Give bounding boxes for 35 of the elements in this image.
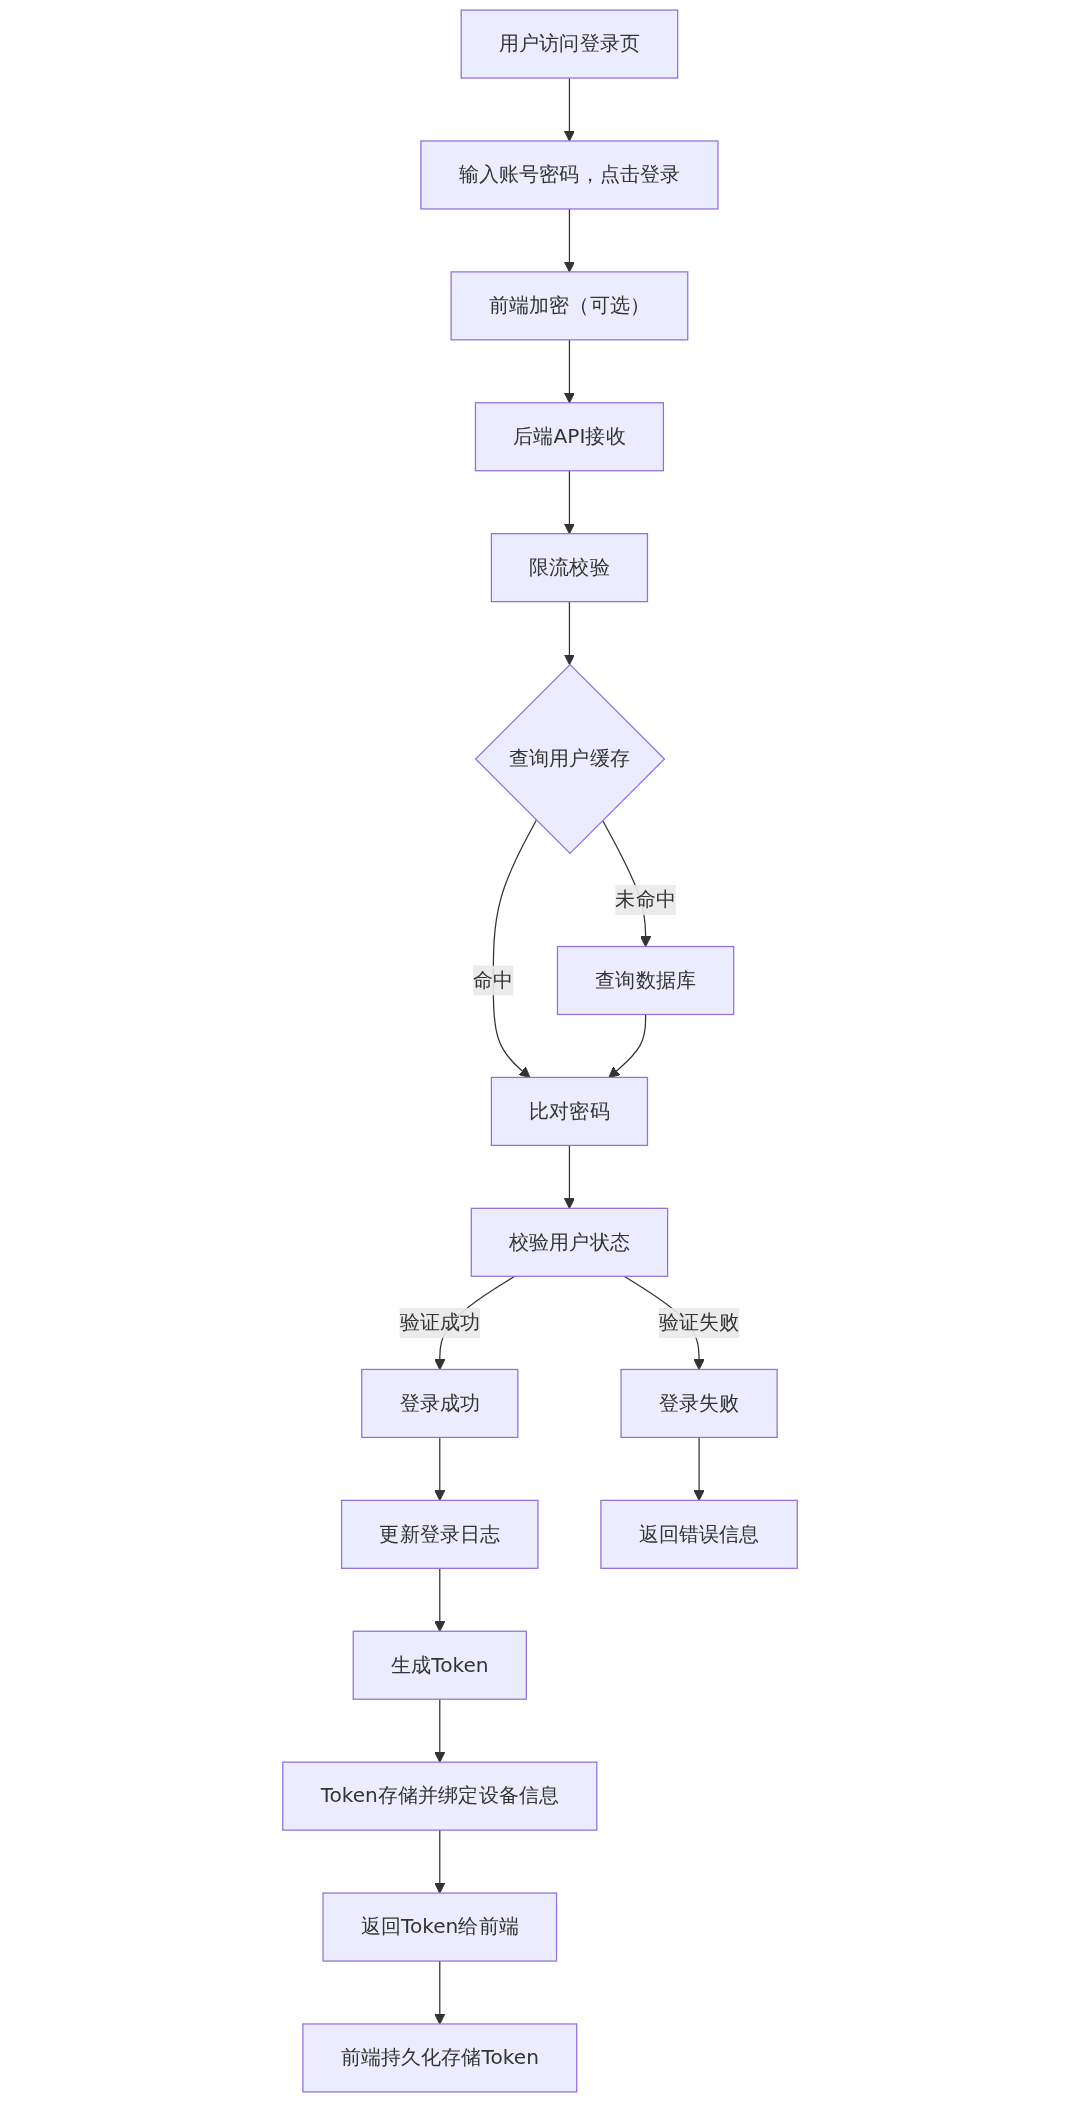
node-box: 登录成功 bbox=[361, 1368, 519, 1439]
arrow bbox=[434, 1436, 446, 1501]
arrow bbox=[434, 1567, 446, 1632]
arrow bbox=[563, 470, 575, 535]
arrow bbox=[563, 1144, 575, 1209]
arrow bbox=[492, 819, 537, 1078]
node-box: 前端持久化存储Token bbox=[302, 2023, 578, 2093]
arrow bbox=[693, 1436, 705, 1501]
node-box: 比对密码 bbox=[490, 1076, 649, 1147]
arrow bbox=[434, 1698, 446, 1763]
node-box: 查询数据库 bbox=[556, 945, 735, 1016]
node-box: 登录失败 bbox=[620, 1368, 778, 1439]
node-box: 后端API接收 bbox=[474, 402, 665, 472]
arrow bbox=[434, 1960, 446, 2025]
edge-label: 验证失败 bbox=[658, 1310, 740, 1335]
arrow bbox=[608, 1013, 647, 1078]
node-box: 生成Token bbox=[352, 1630, 527, 1700]
arrow bbox=[563, 208, 575, 273]
node-box: 返回错误信息 bbox=[600, 1499, 798, 1569]
edge-label: 命中 bbox=[473, 967, 514, 992]
edge-label: 未命中 bbox=[615, 887, 676, 912]
node-box: 限流校验 bbox=[490, 533, 649, 603]
node-box: 用户访问登录页 bbox=[460, 9, 679, 79]
arrow bbox=[563, 601, 575, 666]
node-box: 更新登录日志 bbox=[341, 1499, 539, 1569]
node-box: 前端加密（可选） bbox=[450, 271, 689, 341]
node-box: 输入账号密码，点击登录 bbox=[420, 140, 719, 210]
node-diamond: 查询用户缓存 bbox=[474, 663, 666, 855]
node-box: 校验用户状态 bbox=[470, 1207, 669, 1277]
arrow bbox=[563, 77, 575, 142]
node-box: Token存储并绑定设备信息 bbox=[282, 1761, 598, 1831]
arrow bbox=[563, 339, 575, 404]
node-box: 返回Token给前端 bbox=[322, 1892, 558, 1962]
edge-label: 验证成功 bbox=[399, 1310, 481, 1335]
arrow bbox=[434, 1829, 446, 1894]
